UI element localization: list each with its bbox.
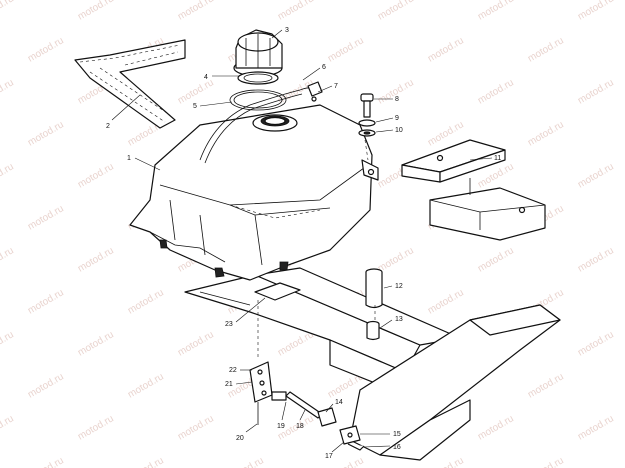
callout-14: 14 (335, 399, 343, 406)
callout-10: 10 (395, 127, 403, 134)
watermark-text: motod.ru (476, 413, 516, 442)
seat-pad (74, 39, 186, 129)
watermark-text: motod.ru (0, 413, 16, 442)
fuel-valve-assembly (249, 139, 376, 451)
watermark-text: motod.ru (476, 245, 516, 274)
watermark-text: motod.ru (26, 203, 66, 232)
watermark-text: motod.ru (26, 287, 66, 316)
callout-16: 16 (393, 444, 401, 451)
fuel-cap (233, 29, 283, 77)
watermark-text: motod.ru (276, 77, 316, 106)
callout-1: 1 (127, 155, 131, 162)
watermark-text: motod.ru (76, 413, 116, 442)
callout-12: 12 (395, 283, 403, 290)
watermark-text: motod.ru (576, 329, 616, 358)
watermark-text: motod.ru (0, 0, 16, 23)
watermark-text: motod.ru (26, 119, 66, 148)
seal-ring (229, 89, 287, 111)
watermark-text: motod.ru (226, 455, 266, 468)
callout-22: 22 (229, 367, 237, 374)
watermark-text: motod.ru (426, 455, 466, 468)
watermark-text: motod.ru (76, 245, 116, 274)
callout-18: 18 (296, 423, 304, 430)
mount-bracket (401, 139, 546, 241)
callout-17: 17 (325, 453, 333, 460)
watermark-text: motod.ru (0, 161, 16, 190)
watermark-text: motod.ru (576, 413, 616, 442)
watermark-text: motod.ru (526, 455, 566, 468)
watermark-text: motod.ru (576, 0, 616, 23)
callout-labels: 1 2 3 4 5 6 7 8 9 10 11 12 13 14 15 16 1… (106, 27, 501, 460)
watermark-text: motod.ru (176, 0, 216, 23)
watermark-text: motod.ru (0, 245, 16, 274)
watermark-text: motod.ru (26, 455, 66, 468)
watermark-text: motod.ru (126, 455, 166, 468)
bushing (366, 320, 380, 341)
watermark-text: motod.ru (376, 0, 416, 23)
watermark-text: motod.ru (576, 245, 616, 274)
callout-3: 3 (285, 27, 289, 34)
fuel-tank (129, 87, 379, 281)
watermark-text: motod.ru (176, 413, 216, 442)
watermark-text: motod.ru (576, 161, 616, 190)
watermark-text: motod.ru (576, 77, 616, 106)
watermark-text: motod.ru (0, 329, 16, 358)
watermark-text: motod.ru (76, 0, 116, 23)
callout-11: 11 (494, 155, 501, 162)
spacer (365, 268, 383, 309)
callout-21: 21 (225, 381, 233, 388)
watermark-text: motod.ru (176, 329, 216, 358)
callout-15: 15 (393, 431, 401, 438)
callout-23: 23 (225, 321, 233, 328)
callout-5: 5 (193, 103, 197, 110)
watermark-text: motod.ru (276, 329, 316, 358)
watermark-text: motod.ru (526, 119, 566, 148)
watermark-text: motod.ru (76, 329, 116, 358)
watermark-text: motod.ru (376, 245, 416, 274)
watermark-text: motod.ru (326, 35, 366, 64)
callout-9: 9 (395, 115, 399, 122)
watermark-text: motod.ru (26, 35, 66, 64)
callout-7: 7 (334, 83, 338, 90)
leader-lines (111, 29, 493, 453)
callout-2: 2 (106, 123, 110, 130)
watermark-text: motod.ru (276, 0, 316, 23)
bolt-assembly (358, 93, 376, 137)
vent-fitting (307, 81, 323, 102)
watermark-text: motod.ru (26, 371, 66, 400)
watermark-text: motod.ru (426, 287, 466, 316)
watermark-text: motod.ru (0, 77, 16, 106)
gasket (237, 71, 279, 85)
callout-8: 8 (395, 96, 399, 103)
watermark-text: motod.ru (526, 35, 566, 64)
callout-6: 6 (322, 64, 326, 71)
watermark-text: motod.ru (76, 161, 116, 190)
callout-4: 4 (204, 74, 208, 81)
strap-plate (254, 282, 301, 301)
callout-13: 13 (395, 316, 403, 323)
watermark-text: motod.ru (426, 35, 466, 64)
callout-19: 19 (277, 423, 285, 430)
callout-20: 20 (236, 435, 244, 442)
watermark-text: motod.ru (476, 0, 516, 23)
watermark-text: motod.ru (126, 287, 166, 316)
watermark-text: motod.ru (526, 371, 566, 400)
watermark-text: motod.ru (476, 77, 516, 106)
watermark-text: motod.ru (126, 371, 166, 400)
